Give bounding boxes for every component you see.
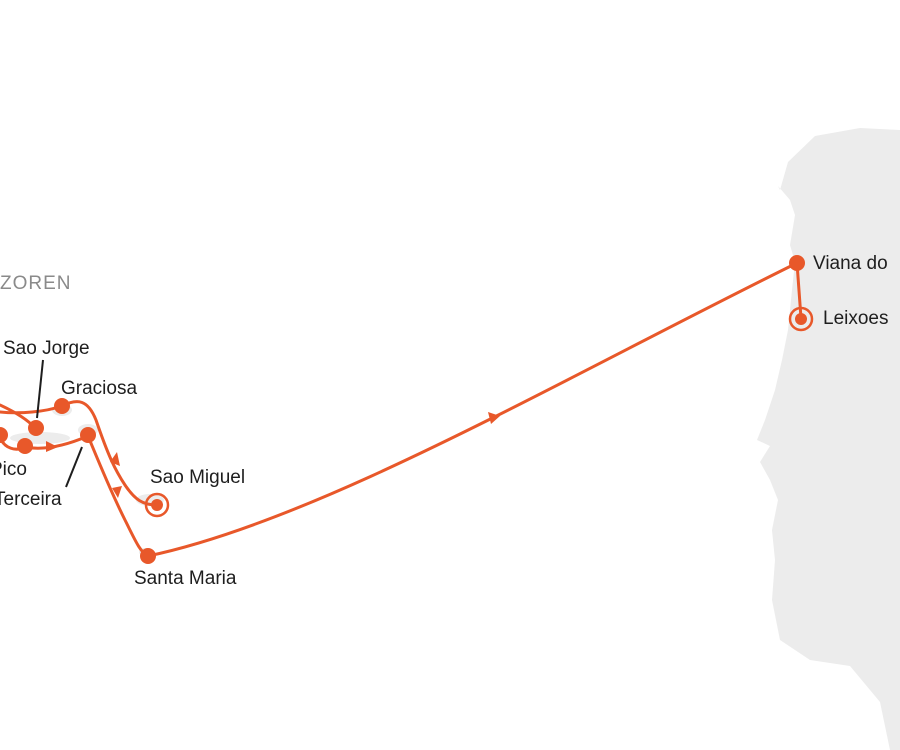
portugal-landmass	[757, 128, 900, 750]
port-label-graciosa: Graciosa	[61, 378, 138, 399]
direction-arrow	[110, 452, 120, 466]
port-label-pico: Pico	[0, 459, 27, 480]
route-segment	[60, 400, 159, 507]
port-marker-sao-jorge[interactable]	[28, 420, 44, 436]
port-marker-santa-maria[interactable]	[140, 548, 156, 564]
port-label-sao-jorge: Sao Jorge	[3, 338, 90, 359]
direction-arrow	[488, 412, 500, 424]
port-marker-leixoes[interactable]	[795, 313, 807, 325]
port-marker-faial[interactable]	[0, 427, 8, 443]
port-label-terceira: Terceira	[0, 489, 62, 510]
direction-arrow	[46, 441, 58, 452]
leader-line-terceira	[65, 446, 83, 488]
region-label-azoren: ZOREN	[0, 273, 72, 294]
port-marker-sao-miguel[interactable]	[151, 499, 163, 511]
port-label-leixoes: Leixoes	[823, 308, 889, 329]
leader-line-sao-jorge	[36, 359, 44, 419]
port-label-viana: Viana do	[813, 253, 888, 274]
port-marker-viana[interactable]	[789, 255, 805, 271]
start-end-ring	[144, 492, 170, 518]
port-marker-terceira[interactable]	[80, 427, 96, 443]
start-end-ring	[788, 306, 814, 332]
port-marker-pico[interactable]	[17, 438, 33, 454]
direction-arrow	[112, 486, 122, 498]
route-segment	[86, 434, 150, 558]
route-segment	[146, 261, 799, 558]
port-marker-graciosa[interactable]	[54, 398, 70, 414]
port-label-santa-maria: Santa Maria	[134, 568, 237, 589]
port-label-sao-miguel: Sao Miguel	[150, 467, 246, 488]
